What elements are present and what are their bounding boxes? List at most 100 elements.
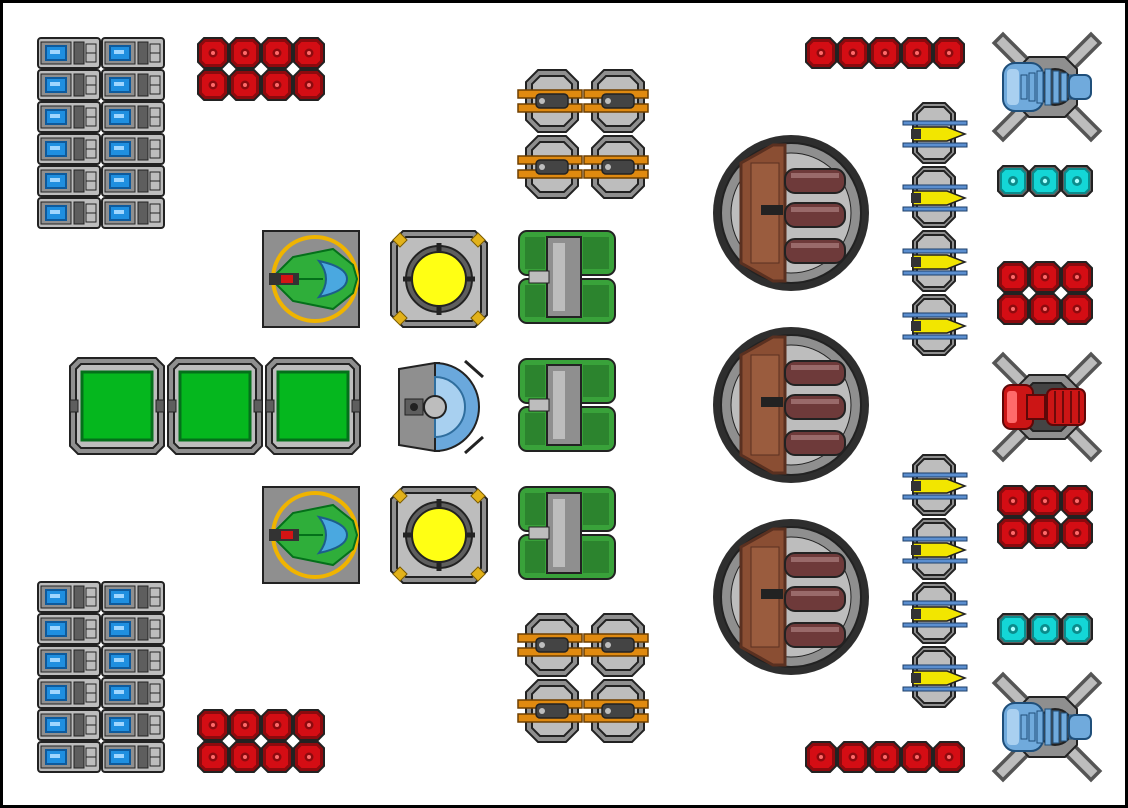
armor-plate-icon: [805, 37, 837, 69]
armor-plate-icon: [229, 69, 261, 101]
reactor-core-icon: [390, 230, 488, 328]
battery-stack-top: [37, 37, 165, 229]
ion-thruster-bottom: [991, 671, 1103, 783]
armor-plate-icon: [997, 293, 1029, 325]
missile-launcher-icon: [902, 454, 968, 516]
battery-cell-icon: [101, 101, 165, 133]
missile-launcher-icon: [902, 294, 968, 356]
ion-thruster-icon: [991, 31, 1103, 143]
armor-plate-icon: [997, 485, 1029, 517]
armor-plate-icon: [1061, 485, 1093, 517]
battery-cell-icon: [37, 613, 101, 645]
armor-plate-icon: [997, 261, 1029, 293]
battery-cell-icon: [101, 133, 165, 165]
armor-block-bottom-left: [197, 709, 325, 773]
plasma-thruster-icon: [991, 351, 1103, 463]
sensor-dome: [398, 359, 484, 455]
cargo-bay-icon: [167, 357, 263, 455]
armor-plate-icon: [837, 37, 869, 69]
reactor-upper: [390, 230, 488, 328]
armor-plate-icon: [229, 37, 261, 69]
triple-turret-icon: [713, 327, 869, 483]
armor-plate-icon: [805, 741, 837, 773]
armor-plate-icon: [261, 741, 293, 773]
missile-launchers-upper: [902, 102, 968, 356]
reactor-core-icon: [390, 486, 488, 584]
triple-turret-icon: [713, 135, 869, 291]
armor-block-top-left: [197, 37, 325, 101]
armor-plate-icon: [293, 741, 325, 773]
cockpit-upper: [262, 230, 360, 328]
battery-cell-icon: [37, 165, 101, 197]
shield-node-icon: [1029, 613, 1061, 645]
missile-launcher-icon: [902, 518, 968, 580]
cockpit-icon: [262, 486, 360, 584]
autocannon-icon: [583, 679, 649, 743]
armor-block-right-lower: [997, 485, 1093, 549]
shield-node-icon: [997, 165, 1029, 197]
missile-launcher-icon: [902, 102, 968, 164]
shield-node-icon: [1061, 613, 1093, 645]
ion-thruster-icon: [991, 671, 1103, 783]
shield-node-icon: [997, 613, 1029, 645]
armor-row-top-right: [805, 37, 965, 69]
battery-stack-bottom: [37, 581, 165, 773]
armor-plate-icon: [901, 741, 933, 773]
autocannon-icon: [583, 613, 649, 677]
armor-plate-icon: [293, 69, 325, 101]
autocannon-icon: [517, 613, 583, 677]
missile-launchers-lower: [902, 454, 968, 708]
battery-cell-icon: [37, 69, 101, 101]
reactor-lower: [390, 486, 488, 584]
fuel-tank-icon: [518, 358, 616, 452]
cargo-bays: [69, 357, 361, 455]
armor-plate-icon: [1029, 517, 1061, 549]
armor-plate-icon: [1029, 485, 1061, 517]
shield-row-upper: [997, 165, 1093, 197]
armor-plate-icon: [1029, 293, 1061, 325]
battery-cell-icon: [101, 645, 165, 677]
autocannon-icon: [583, 135, 649, 199]
autocannon-icon: [517, 69, 583, 133]
autocannon-icon: [583, 69, 649, 133]
fuel-tanks: [518, 230, 616, 580]
battery-cell-icon: [37, 133, 101, 165]
autocannon-icon: [517, 135, 583, 199]
battery-cell-icon: [37, 37, 101, 69]
missile-launcher-icon: [902, 166, 968, 228]
battery-cell-icon: [37, 741, 101, 773]
armor-plate-icon: [229, 741, 261, 773]
armor-plate-icon: [901, 37, 933, 69]
armor-plate-icon: [1061, 261, 1093, 293]
armor-plate-icon: [933, 741, 965, 773]
fuel-tank-icon: [518, 486, 616, 580]
armor-plate-icon: [997, 517, 1029, 549]
battery-cell-icon: [101, 741, 165, 773]
battery-cell-icon: [101, 69, 165, 101]
shield-row-lower: [997, 613, 1093, 645]
missile-launcher-icon: [902, 582, 968, 644]
missile-launcher-icon: [902, 230, 968, 292]
armor-plate-icon: [197, 709, 229, 741]
armor-plate-icon: [869, 741, 901, 773]
battery-cell-icon: [101, 165, 165, 197]
battery-cell-icon: [101, 197, 165, 229]
heavy-turrets: [713, 135, 869, 675]
armor-plate-icon: [261, 69, 293, 101]
sensor-dome-icon: [398, 359, 484, 455]
armor-plate-icon: [293, 37, 325, 69]
battery-cell-icon: [37, 645, 101, 677]
fuel-tank-icon: [518, 230, 616, 324]
cannons-top: [517, 69, 649, 199]
battery-cell-icon: [37, 197, 101, 229]
armor-plate-icon: [197, 741, 229, 773]
armor-plate-icon: [261, 709, 293, 741]
shield-node-icon: [1061, 165, 1093, 197]
armor-plate-icon: [197, 69, 229, 101]
armor-plate-icon: [869, 37, 901, 69]
armor-plate-icon: [1029, 261, 1061, 293]
armor-row-bottom-right: [805, 741, 965, 773]
cockpit-lower: [262, 486, 360, 584]
ion-thruster-top: [991, 31, 1103, 143]
battery-cell-icon: [37, 709, 101, 741]
